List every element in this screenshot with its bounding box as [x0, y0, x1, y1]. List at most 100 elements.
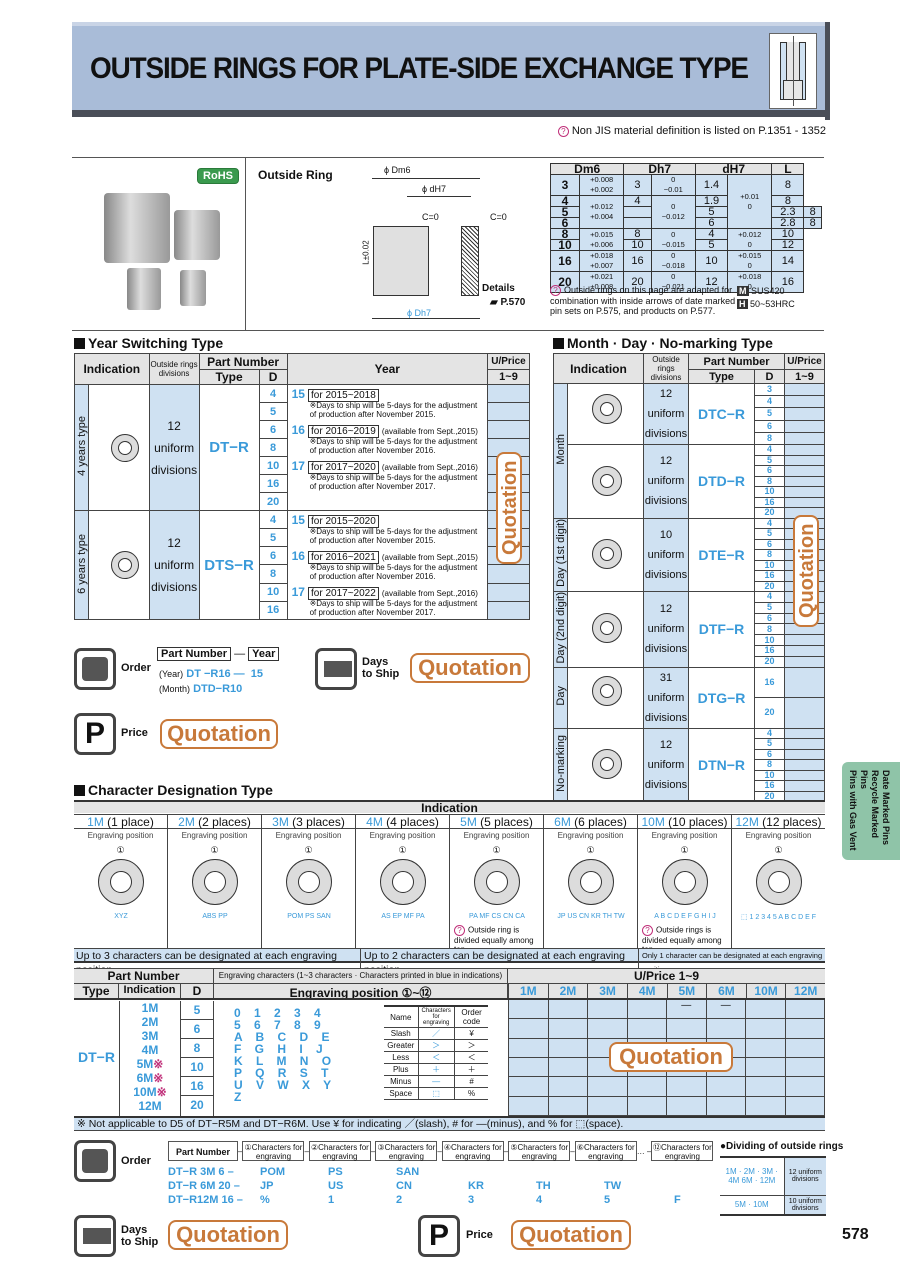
- d-value: 20: [754, 697, 785, 729]
- part-type: DTC−R: [688, 383, 755, 445]
- d-value: 10: [181, 1058, 213, 1077]
- info-icon: ?: [557, 125, 569, 137]
- ring-image: [104, 193, 170, 263]
- order-header-box: ④Characters for engraving: [441, 1141, 504, 1161]
- d-value: 4: [754, 591, 785, 603]
- d-value: 16: [754, 570, 785, 582]
- price-cell: [667, 1096, 707, 1116]
- year-row: 6: [75, 420, 530, 439]
- order-header-box: ③Characters for engraving: [375, 1141, 438, 1161]
- order-format: Part Number – ①Characters for engraving …: [168, 1141, 714, 1161]
- adaptation-note: ?Outside rings on this page are adapted …: [550, 285, 736, 317]
- character-row: P Q R S T: [234, 1066, 329, 1080]
- d-value: 10: [258, 582, 288, 602]
- symbol-row: Greater＞＞: [384, 1039, 489, 1052]
- year-row: 8: [75, 438, 530, 457]
- price-col-header: 12M: [785, 984, 825, 998]
- d-value: 6: [754, 465, 785, 477]
- d-value: 5: [258, 402, 288, 421]
- character-row: 0 1 2 3 4: [234, 1006, 321, 1020]
- price-cell: [588, 1096, 628, 1116]
- price-cell: [746, 1096, 786, 1116]
- page-number: 578: [842, 1226, 869, 1243]
- price-label: Price: [121, 727, 148, 739]
- dh7-label: ϕ Dh7: [407, 308, 432, 318]
- price-cell: [706, 1019, 746, 1039]
- year-row: 16: [75, 600, 530, 621]
- price-cell: [548, 1077, 588, 1097]
- price-cell: [509, 1096, 549, 1116]
- price-cell: [509, 1038, 549, 1058]
- order-header-box: ①Characters for engraving: [242, 1141, 305, 1161]
- indication-ring-icon: [592, 612, 622, 643]
- character-row: Z: [234, 1090, 242, 1104]
- price-cell: —: [667, 1000, 707, 1020]
- price-cell: [785, 1019, 825, 1039]
- d-value: 10: [754, 559, 785, 571]
- d-value: 6: [754, 419, 785, 433]
- truck-icon: [315, 648, 357, 690]
- price-cell: [785, 1077, 825, 1097]
- d-value: 5: [754, 454, 785, 466]
- year-switching-table: Indication Outside rings divisions Part …: [74, 353, 530, 621]
- price-cell: [785, 1096, 825, 1116]
- part-type: DTG−R: [688, 666, 755, 729]
- indication-value: 5M※: [136, 1057, 164, 1071]
- price-cell: [548, 1096, 588, 1116]
- engraving-ring-icon: [568, 859, 614, 905]
- d-value: 16: [258, 474, 288, 493]
- order-format: Part Number — Year: [157, 647, 280, 661]
- spec-box: RoHS Outside Ring ϕ Dm6 ϕ dH7 C=0 C=0 L±…: [72, 157, 824, 331]
- price-cell: [746, 1000, 786, 1020]
- price-cell: [746, 1038, 786, 1058]
- year-ring-icon: [111, 551, 139, 579]
- engraving-ring-icon: [474, 859, 520, 905]
- d-value: 8: [754, 475, 785, 487]
- indication-value: 6M※: [136, 1071, 164, 1085]
- d-value: 8: [754, 431, 785, 446]
- engraving-table: Part Number Type Indication D Engraving …: [74, 968, 825, 1116]
- symbol-row: Slash／¥: [384, 1027, 489, 1040]
- order-header-box: ⑫Characters for engraving: [651, 1141, 714, 1161]
- order-example-year: (Year) DT −R16 — 15: [159, 668, 263, 680]
- price-cell: [627, 1077, 667, 1097]
- price-cell: [509, 1058, 549, 1078]
- symbol-row: Minus—#: [384, 1075, 489, 1088]
- phone-order-icon: [74, 648, 116, 690]
- d-value: 6: [754, 612, 785, 625]
- order-example-month: (Month) DTD−R10: [159, 683, 243, 695]
- price-col-header: 10M: [745, 984, 786, 998]
- price-value: Quotation: [160, 719, 278, 749]
- material-note: ?Non JIS material definition is listed o…: [557, 125, 826, 137]
- character-row: A B C D E: [234, 1030, 330, 1044]
- price-cell: [509, 1019, 549, 1039]
- d-value: 10: [754, 634, 785, 646]
- price-col-header: 4M: [626, 984, 667, 998]
- price-cell: [588, 1019, 628, 1039]
- group-label: 6 years type: [75, 533, 88, 594]
- price-cell: [706, 1096, 746, 1116]
- engraving-ring-icon: [380, 859, 426, 905]
- d-value: 4: [754, 444, 785, 456]
- price-cell: [785, 1038, 825, 1058]
- price-cell: [785, 1000, 825, 1020]
- engraving-ring-icon: [286, 859, 332, 905]
- d-value: 10: [258, 456, 288, 475]
- d-value: 8: [181, 1039, 213, 1058]
- d-value: 8: [258, 438, 288, 457]
- details-link[interactable]: ▰ P.570: [490, 297, 526, 308]
- price-value: Quotation: [511, 1220, 631, 1250]
